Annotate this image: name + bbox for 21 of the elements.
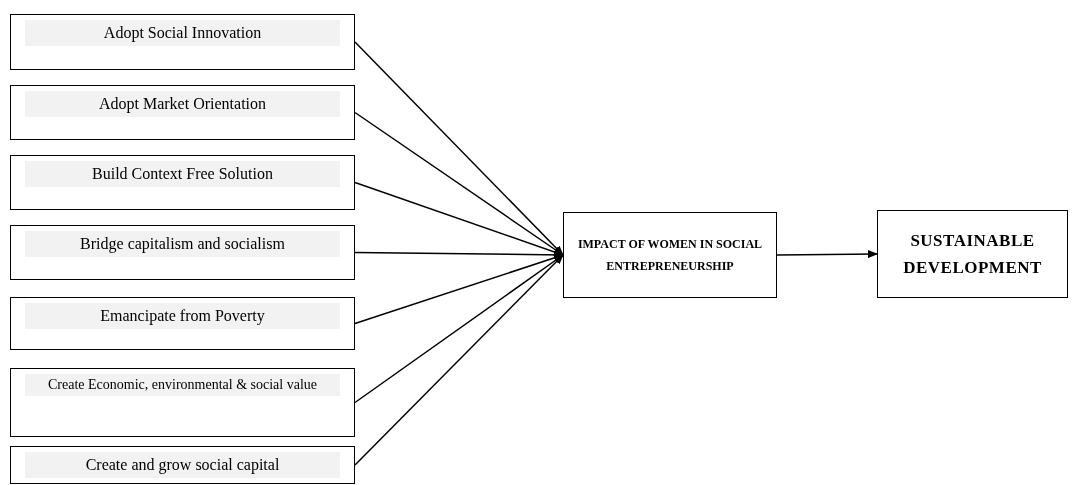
box-label: SUSTAINABLE DEVELOPMENT [902, 230, 1043, 279]
box-label: Create Economic, environmental & social value [25, 374, 340, 396]
box-label: Bridge capitalism and socialism [25, 231, 340, 257]
process-box [10, 14, 355, 70]
box-label: IMPACT OF WOMEN IN SOCIAL ENTREPRENEURSHIP [576, 236, 764, 275]
box-label: Adopt Market Orientation [25, 91, 340, 117]
process-box [563, 212, 777, 298]
arrow [354, 254, 564, 466]
process-box [10, 297, 355, 350]
box-label: Build Context Free Solution [25, 161, 340, 187]
box-label: Emancipate from Poverty [25, 303, 340, 329]
arrow [776, 250, 878, 259]
process-box [10, 368, 355, 437]
box-label: Adopt Social Innovation [25, 20, 340, 46]
process-box [10, 85, 355, 140]
arrow [354, 41, 564, 256]
process-box [877, 210, 1068, 298]
process-box [10, 446, 355, 484]
process-box [10, 155, 355, 210]
box-label: Create and grow social capital [25, 452, 340, 478]
process-box [10, 225, 355, 280]
